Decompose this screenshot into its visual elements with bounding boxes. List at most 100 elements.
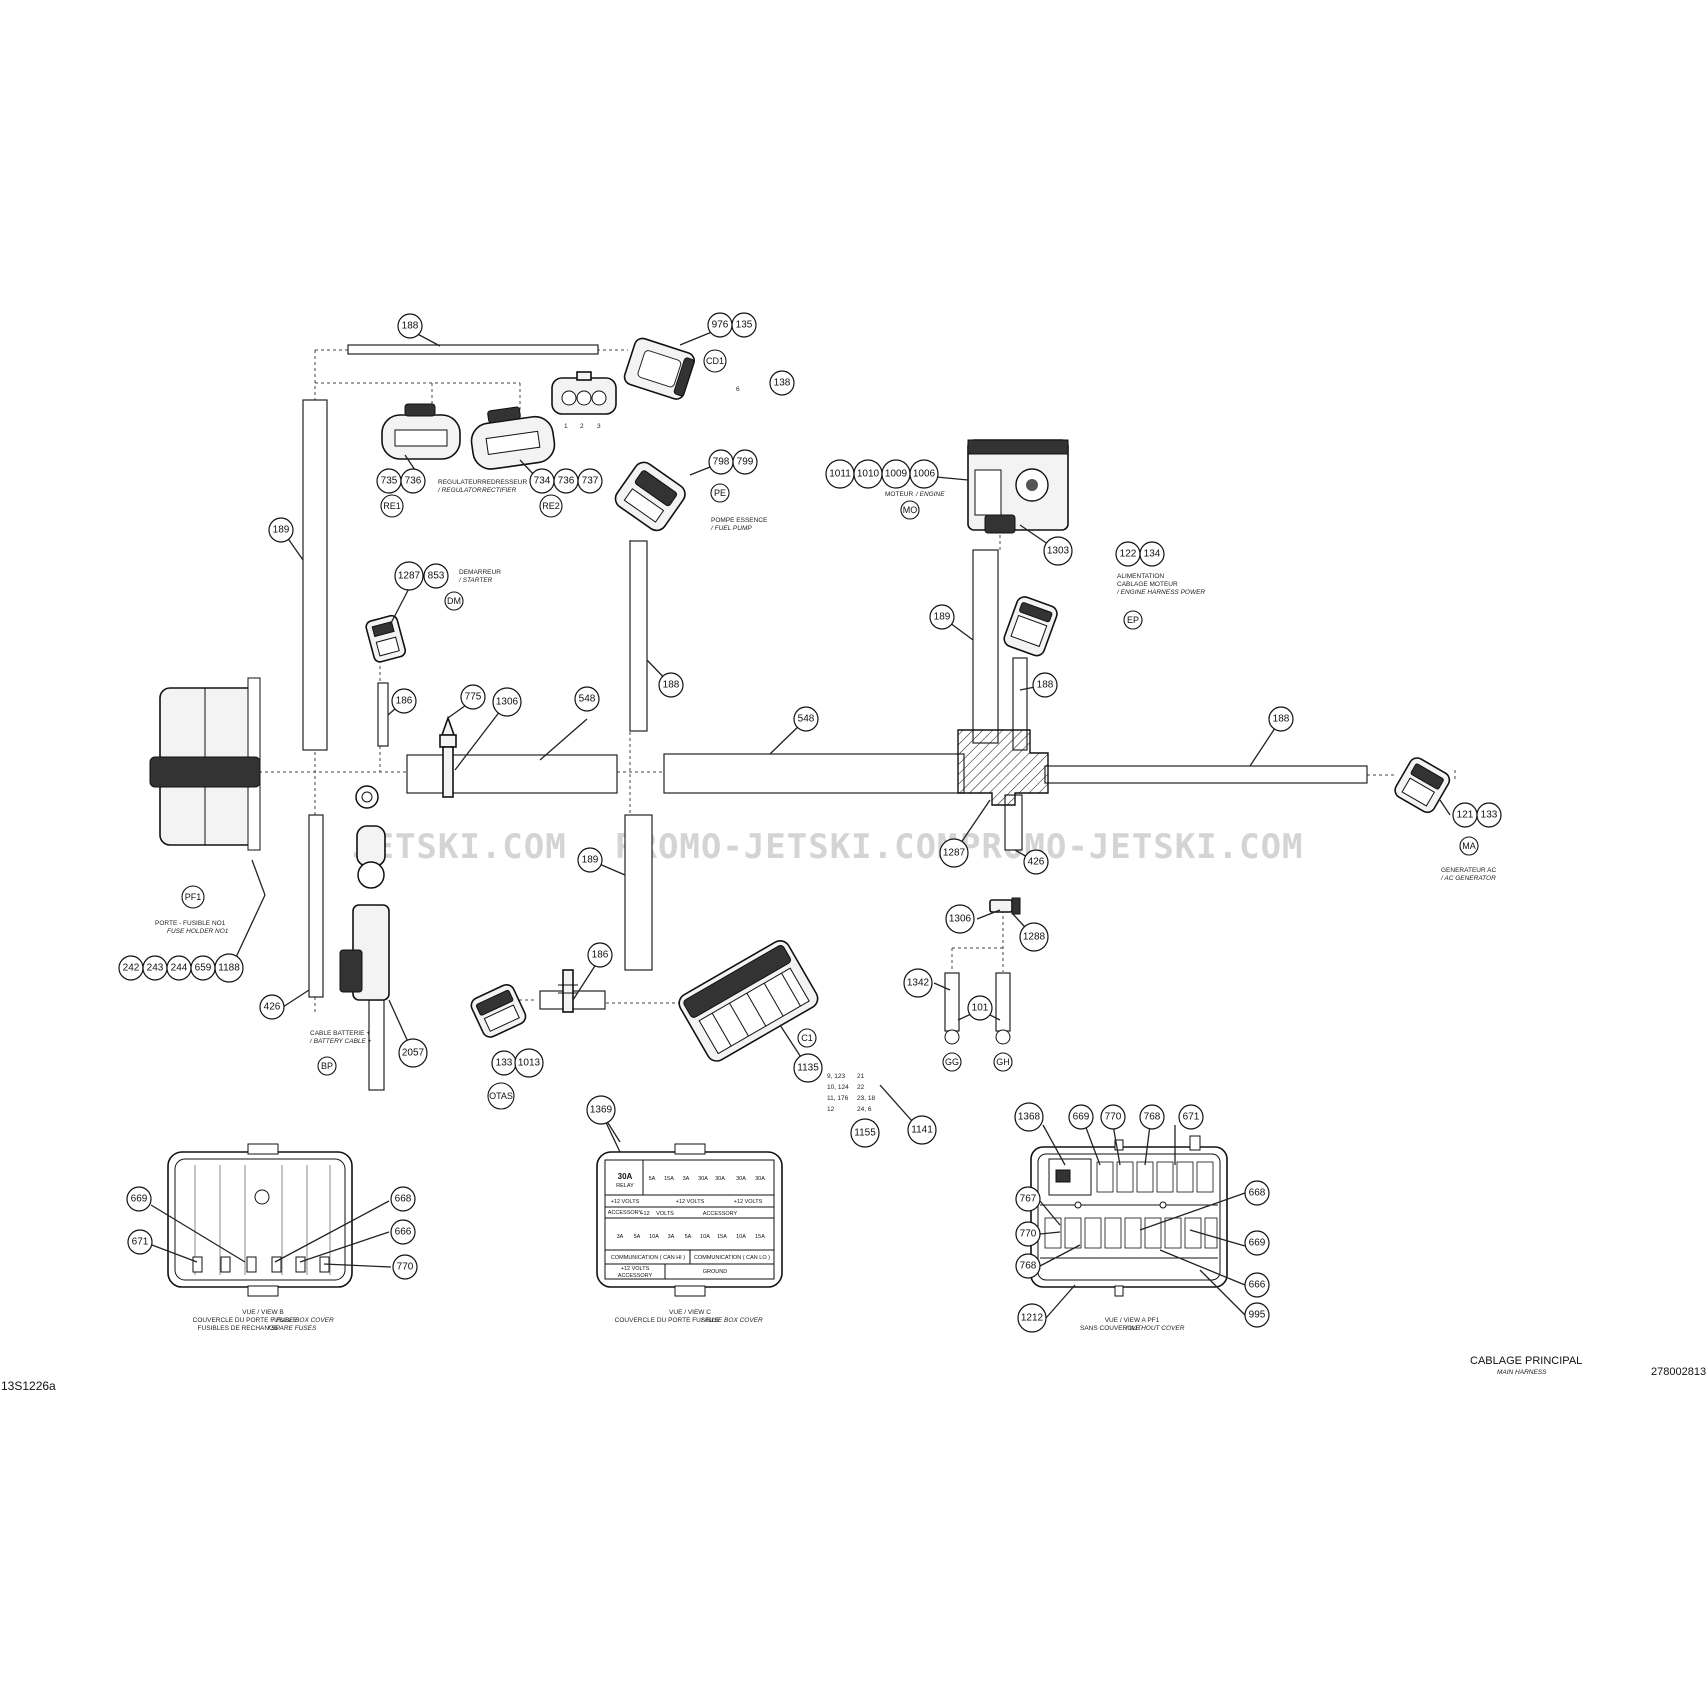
connector-mo [967,439,1069,534]
svg-text:BP: BP [321,1061,333,1071]
callout-134: 134 [1139,541,1165,567]
svg-text:GH: GH [996,1057,1010,1067]
segment-188-top [347,344,599,355]
svg-text:2057: 2057 [402,1048,425,1059]
svg-text:30A: 30A [736,1176,746,1182]
svg-text:FUSIBLES DE RECHANGE: FUSIBLES DE RECHANGE [198,1325,280,1332]
svg-text:24, 6: 24, 6 [857,1106,872,1113]
callout-1306: 1306 [945,904,975,934]
tag-gh: GH [993,1052,1013,1072]
svg-text:188: 188 [402,321,419,332]
svg-text:10, 124: 10, 124 [827,1084,849,1091]
svg-text:COUVERCLE DU PORTE FUSIBLE: COUVERCLE DU PORTE FUSIBLE [193,1317,298,1324]
tag-dm: DM [444,591,464,611]
callout-669: 669 [126,1186,152,1212]
svg-text:/ WITHOUT COVER: / WITHOUT COVER [1125,1325,1185,1332]
svg-text:ACCESSORY: ACCESSORY [703,1211,738,1217]
callout-1010: 1010 [853,459,883,489]
callout-770: 770 [392,1254,418,1280]
callout-736: 736 [400,468,426,494]
svg-text:976: 976 [712,320,729,331]
segment-189-engine [972,549,999,744]
part-callouts: 188 976 135 138 735 736 734 736 737 798 … [118,312,1502,1148]
svg-text:189: 189 [582,855,599,866]
svg-text:1135: 1135 [797,1063,819,1074]
svg-text:671: 671 [132,1237,149,1248]
connector-1288 [989,897,1021,915]
svg-text:EP: EP [1127,615,1139,625]
callout-669: 669 [1068,1104,1094,1130]
svg-text:186: 186 [592,950,609,961]
svg-text:/ AC GENERATOR: / AC GENERATOR [1440,875,1496,882]
segment-188-generator [1044,765,1368,784]
tag-otas: OTAS [487,1082,515,1110]
callout-798: 798 [708,449,734,475]
watermark: JETSKI.COM PROMO-JETSKI.COM PROMO-JETSKI… [352,827,1303,867]
svg-text:12: 12 [827,1106,835,1113]
title-block: CABLAGE PRINCIPAL MAIN HARNESS 278002813… [1,1355,1706,1393]
svg-text:669: 669 [131,1194,148,1205]
callout-188: 188 [397,313,423,339]
connector-3pin [551,371,617,415]
svg-text:101: 101 [972,1003,989,1014]
drawing-subtitle: MAIN HARNESS [1497,1369,1547,1376]
svg-text:995: 995 [1249,1310,1266,1321]
svg-text:548: 548 [798,714,815,725]
svg-text:775: 775 [465,692,482,703]
callout-1369: 1369 [586,1095,616,1125]
segment-186-starter [377,682,389,747]
svg-text:SANS COUVERCLE: SANS COUVERCLE [1080,1325,1141,1332]
svg-text:MO: MO [903,505,918,515]
svg-text:1013: 1013 [518,1058,541,1069]
svg-text:1155: 1155 [854,1128,876,1139]
segment-ground-gg [944,972,960,1032]
svg-text:668: 668 [1249,1188,1266,1199]
callout-1287: 1287 [394,561,424,591]
svg-text:23, 18: 23, 18 [857,1095,875,1102]
svg-text:/ FUSE BOX COVER: / FUSE BOX COVER [271,1317,334,1324]
callout-767: 767 [1015,1186,1041,1212]
svg-text:666: 666 [1249,1280,1266,1291]
svg-text:COMMUNICATION ( CAN HI ): COMMUNICATION ( CAN HI ) [611,1255,685,1261]
callout-666: 666 [390,1219,416,1245]
svg-text:PE: PE [714,488,726,498]
svg-text:15A: 15A [717,1234,727,1240]
svg-text:ACCESSORY: ACCESSORY [618,1273,653,1279]
svg-text:VUE / VIEW C: VUE / VIEW C [669,1309,711,1316]
svg-text:2: 2 [580,423,584,430]
svg-text:COMMUNICATION ( CAN LO ): COMMUNICATION ( CAN LO ) [694,1255,770,1261]
callout-121: 121 [1452,802,1478,828]
callout-1368: 1368 [1014,1102,1044,1132]
callout-133: 133 [491,1050,517,1076]
callout-668: 668 [1244,1180,1270,1206]
callout-669: 669 [1244,1230,1270,1256]
svg-text:/ REGULATOR -: / REGULATOR - [437,487,486,494]
svg-text:30A: 30A [618,1172,633,1181]
callout-1155: 1155 [850,1118,880,1148]
svg-text:3A: 3A [617,1234,624,1240]
svg-text:/ ENGINE: / ENGINE [915,491,945,498]
svg-text:138: 138 [774,378,791,389]
svg-text:767: 767 [1020,1194,1037,1205]
harness-junction [957,729,1049,806]
connector-ma [1394,757,1451,814]
callout-101: 101 [967,995,993,1021]
svg-text:REGULATEUR -: REGULATEUR - [438,479,486,486]
svg-text:1306: 1306 [949,914,972,925]
svg-text:+12 VOLTS: +12 VOLTS [734,1199,763,1205]
svg-text:10A: 10A [736,1234,746,1240]
svg-text:CD1: CD1 [706,356,724,366]
svg-text:+12 VOLTS: +12 VOLTS [621,1266,650,1272]
svg-text:/ FUEL PUMP: / FUEL PUMP [710,525,752,532]
svg-text:426: 426 [264,1002,281,1013]
svg-text:10A: 10A [700,1234,710,1240]
callout-768: 768 [1139,1104,1165,1130]
callout-976: 976 [707,312,733,338]
svg-text:+12: +12 [640,1211,649,1217]
callout-1288: 1288 [1019,922,1049,952]
svg-text:GROUND: GROUND [703,1269,727,1275]
callout-138: 138 [769,370,795,396]
segment-548-right [663,753,965,794]
svg-text:122: 122 [1120,549,1137,560]
